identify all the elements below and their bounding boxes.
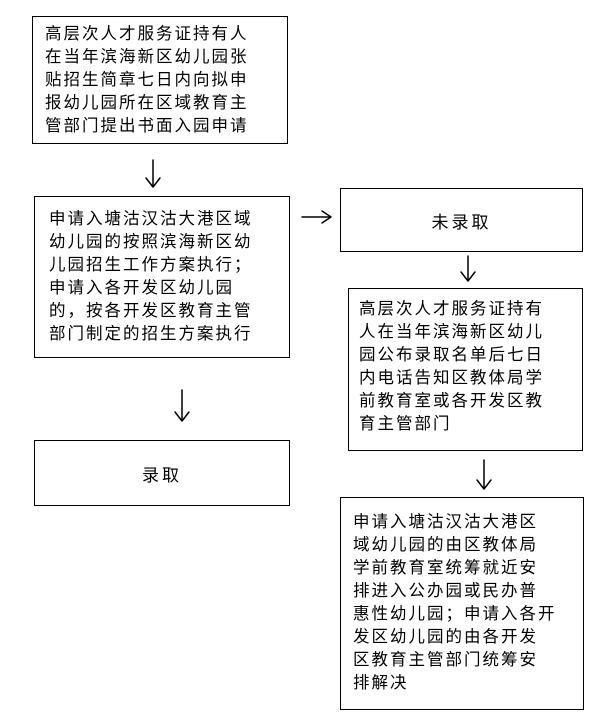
arrow-notify-to-arrangement (476, 459, 492, 490)
arrow-submit-to-rules (145, 159, 161, 188)
node-notify-department: 高层次人才服务证持有 人在当年滨海新区幼儿 园公布录取名单后七日 内电话告知区教… (348, 288, 583, 451)
arrow-not-admitted-to-notify (460, 255, 476, 282)
node-not-admitted: 未录取 (340, 188, 583, 252)
node-admitted: 录取 (34, 440, 290, 506)
arrow-rules-to-not-admitted (301, 210, 332, 224)
node-enrollment-rules: 申请入塘沽汉沽大港区域 幼儿园的按照滨海新区幼 儿园招生工作方案执行； 申请入各… (34, 196, 290, 358)
node-arrangement: 申请入塘沽汉沽大港区 域幼儿园的由区教体局 学前教育室统筹就近安 排进入公办园或… (340, 497, 584, 710)
arrow-rules-to-admitted (174, 389, 190, 422)
node-submit-application: 高层次人才服务证持有人 在当年滨海新区幼儿园张 贴招生简章七日内向拟申 报幼儿园… (32, 16, 288, 144)
